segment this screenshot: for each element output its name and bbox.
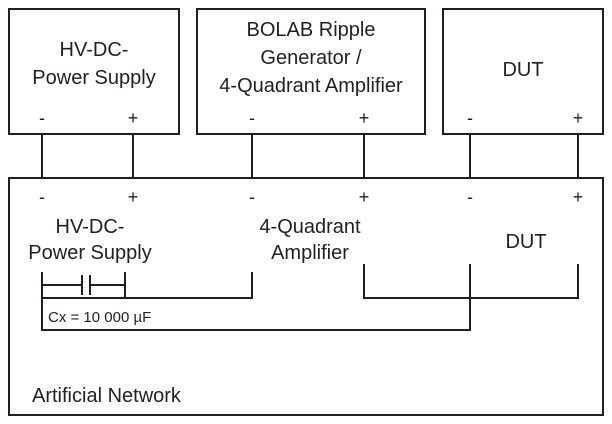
network-power-supply-plus: + [128, 187, 139, 207]
artificial-network-label: Artificial Network [32, 385, 182, 407]
power-supply-title-line1: HV-DC- [60, 39, 129, 61]
dut-minus-terminal: - [467, 108, 473, 128]
network-dut-plus: + [573, 187, 584, 207]
dut-title: DUT [502, 59, 543, 81]
dut-block: DUT - + [442, 8, 604, 135]
network-amplifier-label-line1: 4-Quadrant [259, 216, 361, 238]
wire-power-supply-minus-to-dut-minus [41, 264, 471, 331]
ripple-generator-minus-terminal: - [249, 108, 255, 128]
power-supply-plus-terminal: + [128, 108, 139, 128]
capacitor-circuit: Cx = 10 000 µF [41, 272, 253, 326]
network-power-supply-label-line2: Power Supply [28, 242, 151, 264]
ripple-generator-title-line3: 4-Quadrant Amplifier [219, 75, 403, 97]
network-dut-minus: - [467, 187, 473, 207]
dut-box [442, 8, 604, 135]
network-power-supply-minus: - [39, 187, 45, 207]
artificial-network-block: - + - + - + HV-DC- Power Supply 4-Quadra… [8, 177, 604, 416]
ripple-generator-plus-terminal: + [359, 108, 370, 128]
network-power-supply-label-line1: HV-DC- [56, 216, 125, 238]
network-amplifier-minus: - [249, 187, 255, 207]
network-dut-label: DUT [505, 231, 546, 253]
ripple-generator-box [196, 8, 426, 135]
ripple-generator-title-line1: BOLAB Ripple [247, 19, 376, 41]
ripple-generator-block: BOLAB Ripple Generator / 4-Quadrant Ampl… [196, 8, 426, 135]
power-supply-box [8, 8, 180, 135]
capacitor-label: Cx = 10 000 µF [48, 309, 151, 326]
power-supply-minus-terminal: - [39, 108, 45, 128]
artificial-network-box [8, 177, 604, 416]
power-supply-block: HV-DC- Power Supply - + [8, 8, 180, 135]
power-supply-title-line2: Power Supply [32, 67, 155, 89]
connection-wires [41, 134, 579, 178]
ripple-generator-title-line2: Generator / [260, 47, 362, 69]
network-amplifier-plus: + [359, 187, 370, 207]
dut-plus-terminal: + [573, 108, 584, 128]
network-amplifier-label-line2: Amplifier [271, 242, 349, 264]
